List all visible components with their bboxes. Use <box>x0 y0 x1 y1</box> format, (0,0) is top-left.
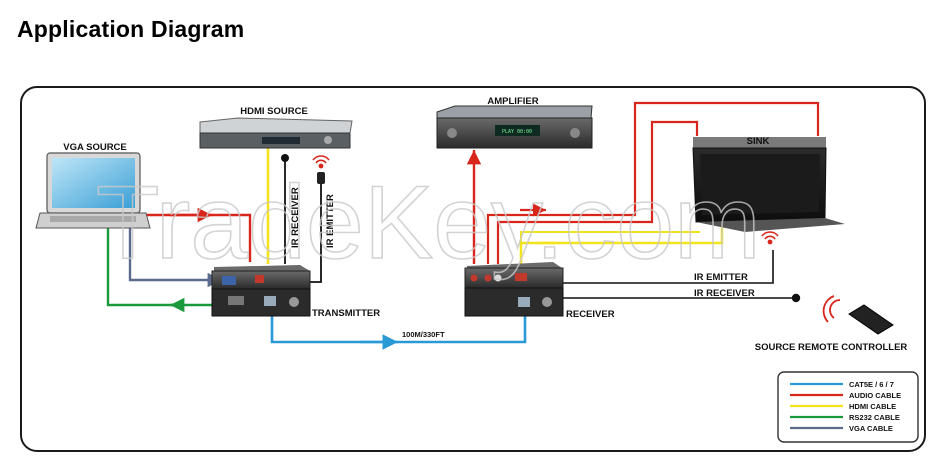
transmitter-device <box>211 265 311 317</box>
remote-controller-label: SOURCE REMOTE CONTROLLER <box>755 342 908 353</box>
legend-label-audio: AUDIO CABLE <box>849 391 901 400</box>
cable-legend: CAT5E / 6 / 7 AUDIO CABLE HDMI CABLE RS2… <box>777 371 919 443</box>
legend-label-vga: VGA CABLE <box>849 424 893 433</box>
remote-controller-icon <box>822 295 894 335</box>
hdmi-cable-rx <box>519 224 724 264</box>
watermark: TradeKey.com <box>96 165 761 281</box>
legend-label-hdmi: HDMI CABLE <box>849 402 896 411</box>
page-title: Application Diagram <box>17 16 245 42</box>
hdmi-source-label: HDMI SOURCE <box>240 106 308 117</box>
ir-signal-icon-rx <box>761 231 779 245</box>
audio-cable-sink-2 <box>496 120 699 264</box>
ir-receiver-tx-label: IR RECEIVER <box>290 187 301 248</box>
link-distance-label: 100M/330FT <box>402 330 445 339</box>
ir-emitter-tx-label: IR EMITTER <box>325 194 336 248</box>
hdmi-source-player <box>199 117 353 149</box>
audio-cable-sink-1 <box>486 101 820 264</box>
amplifier-label: AMPLIFIER <box>487 96 538 107</box>
transmitter-label: TRANSMITTER <box>312 308 380 319</box>
ir-receiver-rx-label: IR RECEIVER <box>694 288 755 299</box>
vga-source-laptop <box>35 152 151 229</box>
ir-emitter-cable-rx <box>548 250 774 284</box>
sink-label: SINK <box>747 136 770 147</box>
ir-signal-icon-tx <box>312 155 330 169</box>
amplifier-device: PLAY 00:00 <box>436 105 593 149</box>
receiver-device <box>464 262 564 317</box>
vga-cable <box>128 222 222 288</box>
vga-source-label: VGA SOURCE <box>63 142 127 153</box>
receiver-label: RECEIVER <box>566 309 615 320</box>
rs232-cable-tx <box>106 222 178 307</box>
legend-label-cat5e: CAT5E / 6 / 7 <box>849 380 894 389</box>
ir-emitter-rx-label: IR EMITTER <box>694 272 748 283</box>
amp-display-text: PLAY 00:00 <box>502 129 532 135</box>
legend-label-rs232: RS232 CABLE <box>849 413 900 422</box>
cat5e-link <box>270 302 527 344</box>
sink-tv <box>692 137 845 232</box>
